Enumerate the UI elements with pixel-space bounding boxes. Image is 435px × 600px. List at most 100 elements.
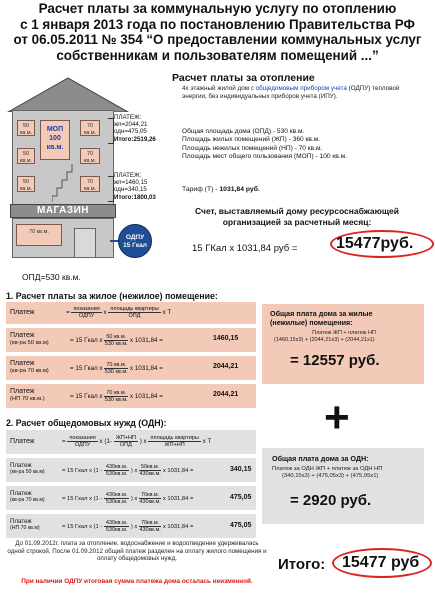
row-result: 340,15 [230, 466, 252, 473]
mop-area: МОП 100 кв.м. [40, 120, 70, 160]
payment-odn: одн=475,05 [114, 128, 147, 136]
box-result: = 2920 руб. [290, 492, 372, 509]
calc-row: Платеж(кв-ра 50 кв.м) = 15 Гкал х 50 кв.… [6, 328, 256, 352]
row-tariff: х 1031,84 = [129, 337, 163, 345]
desc-highlight: с общедомовым прибором учета [250, 85, 347, 92]
row-sublabel: (НП 70 кв.м) [10, 525, 40, 532]
fraction-den: 530кв.м. [105, 527, 128, 533]
odn-total-box: Общая плата дома за ОДН: Платеж за ОДН Ж… [262, 448, 424, 524]
total-area-label: ОПД=530 кв.м. [22, 272, 81, 282]
formula-op: ) х [130, 524, 138, 531]
info-description: 4х этажный жилой дом с общедомовым прибо… [182, 85, 420, 100]
total-label: Итого: [278, 556, 326, 573]
fraction-den: 430кв.м. [139, 471, 161, 477]
area-line: Общая площадь дома (ОПД) - 530 кв.м. [182, 128, 305, 135]
fraction-num: ЖП+НП [113, 435, 138, 442]
row-result: 2044,21 [213, 391, 239, 398]
row-gkal: = 15 Гкал х [70, 337, 103, 345]
box-heading: Общая плата дома за жилые (нежилые) поме… [270, 309, 373, 327]
info-heading: Расчет платы за отопление [172, 72, 315, 84]
odpu-meter-icon: ОДПУ 15 Гкал [118, 224, 152, 258]
fraction-num: 70 кв.м. [104, 390, 129, 397]
fraction-den: ОДПУ [78, 313, 95, 319]
box-heading-line: Общая плата дома за жилые [270, 309, 373, 318]
area-line: Площадь нежилых помещений (НП) - 70 кв.м… [182, 144, 323, 152]
fraction-num: показания [71, 306, 102, 313]
window-unit: 50 кв.м. [17, 176, 35, 192]
row-sublabel: (кв-ра 70 кв.м) [10, 367, 49, 374]
fraction: 50кв.м.430кв.м. [138, 464, 162, 477]
fraction: 430кв.м.530кв.м. [103, 464, 130, 477]
box-formula: Платеж за ОДН ЖП + платеж за ОДН НП (340… [272, 466, 382, 480]
odpu-reading: 15 Гкал [123, 242, 147, 249]
formula-op: х Т [162, 309, 172, 317]
row-result: 475,05 [230, 522, 252, 529]
bill-heading-line: Счет, выставляемый дому ресурсоснабжающе… [194, 206, 399, 216]
fraction-num: площадь квартиры [108, 306, 161, 313]
bracket [108, 176, 114, 202]
window-unit: 70 кв.м. [80, 148, 100, 164]
fraction-den: 530 кв.м. [104, 341, 128, 347]
payment-summary-a: ПЛАТЕЖ: жп=2044,21 одн=475,05 Итого:2519… [114, 114, 156, 143]
fraction: 50 кв.м.530 кв.м. [104, 334, 129, 347]
fraction-den: 430кв.м. [139, 499, 161, 505]
odn-calc-row: Платеж(кв-ра 70 кв.м) = 15 Гкал х (1 - 4… [6, 486, 256, 510]
mop-unit: кв.м. [46, 144, 64, 151]
title-line-1: Расчет платы за коммунальную услугу по о… [38, 1, 397, 16]
odpu-connector [110, 240, 120, 242]
box-heading-line: (нежилые) помещения: [270, 317, 353, 327]
title-line-2: с 1 января 2013 года по постановлению Пр… [20, 16, 415, 32]
fraction: 430кв.м.530кв.м. [103, 492, 130, 505]
row-tariff: х 1031,84 = [129, 365, 163, 373]
row-gkal: = 15 Гкал х (1 - [62, 524, 103, 531]
fraction-den: 530 кв.м. [104, 369, 128, 375]
formula-op: ) х [130, 468, 138, 475]
formula-op: х [103, 309, 107, 317]
highlight-oval [332, 548, 432, 578]
title-line-3: от 06.05.2011 № 354 “О предоставлении ко… [13, 32, 422, 47]
area-line: Площадь мест общего пользования (МОП) - … [182, 153, 347, 161]
fraction-num: 70 кв.м. [104, 362, 129, 369]
payment-total: Итого:2519,26 [114, 135, 156, 143]
fraction-den: ОПД [128, 313, 141, 319]
odn-calc-row: Платеж(кв-ра 50 кв.м) = 15 Гкал х (1 - 4… [6, 458, 256, 482]
title-line-4: собственникам и пользователям помещений … [56, 47, 379, 63]
mop-label: МОП [46, 126, 64, 133]
payment-total: Итого:1800,03 [114, 193, 156, 201]
formula-eq: = [66, 309, 70, 317]
fraction-num: 430кв.м. [103, 520, 130, 527]
fraction: 70 кв.м.530 кв.м. [104, 390, 129, 403]
shop-door [74, 228, 96, 258]
fraction-den: ЖП+НП [164, 442, 185, 448]
row-label: Платеж [10, 360, 35, 367]
row-tariff: х 1031,84 = [162, 468, 194, 475]
row-sublabel: (НП 70 кв.м.) [10, 395, 45, 402]
calc-row: Платеж(кв-ра 70 кв.м) = 15 Гкал х 70 кв.… [6, 356, 256, 380]
payment-label: ПЛАТЕЖ: [114, 172, 142, 179]
window-unit: 70 кв.м. [80, 176, 100, 192]
row-gkal: = 15 Гкал х [70, 365, 103, 373]
row-gkal: = 15 Гкал х (1 - [62, 468, 103, 475]
bill-heading: Счет, выставляемый дому ресурсоснабжающе… [166, 206, 428, 227]
formula-label: Платеж [10, 438, 35, 445]
box-result: = 12557 руб. [290, 352, 380, 369]
formula-eq: = [62, 438, 66, 446]
warning-note: При наличии ОДПУ итоговая сумма платежа … [21, 578, 253, 585]
row-gkal: = 15 Гкал х [70, 393, 103, 401]
row-sublabel: (кв-ра 50 кв.м) [10, 339, 49, 346]
fraction-den: 530 кв.м. [104, 397, 128, 403]
shop-window: 70 кв.м. [16, 224, 62, 246]
row-sublabel: (кв-ра 50 кв.м) [10, 469, 45, 476]
box-formula-line: (1460,15х3) + (2044,21х3) + (2044,21х1) [274, 336, 375, 343]
tariff: Тариф (Т) - 1031,84 руб. [182, 186, 260, 193]
fraction-den: 530кв.м. [105, 499, 128, 505]
box-formula-line: Платеж за ОДН ЖП + платеж за ОДН НП [272, 466, 383, 472]
residential-total-box: Общая плата дома за жилые (нежилые) поме… [262, 304, 424, 384]
row-gkal: = 15 Гкал х (1 - [62, 496, 103, 503]
fraction-num: показания [67, 435, 98, 442]
page-title: Расчет платы за коммунальную услугу по о… [2, 1, 433, 63]
